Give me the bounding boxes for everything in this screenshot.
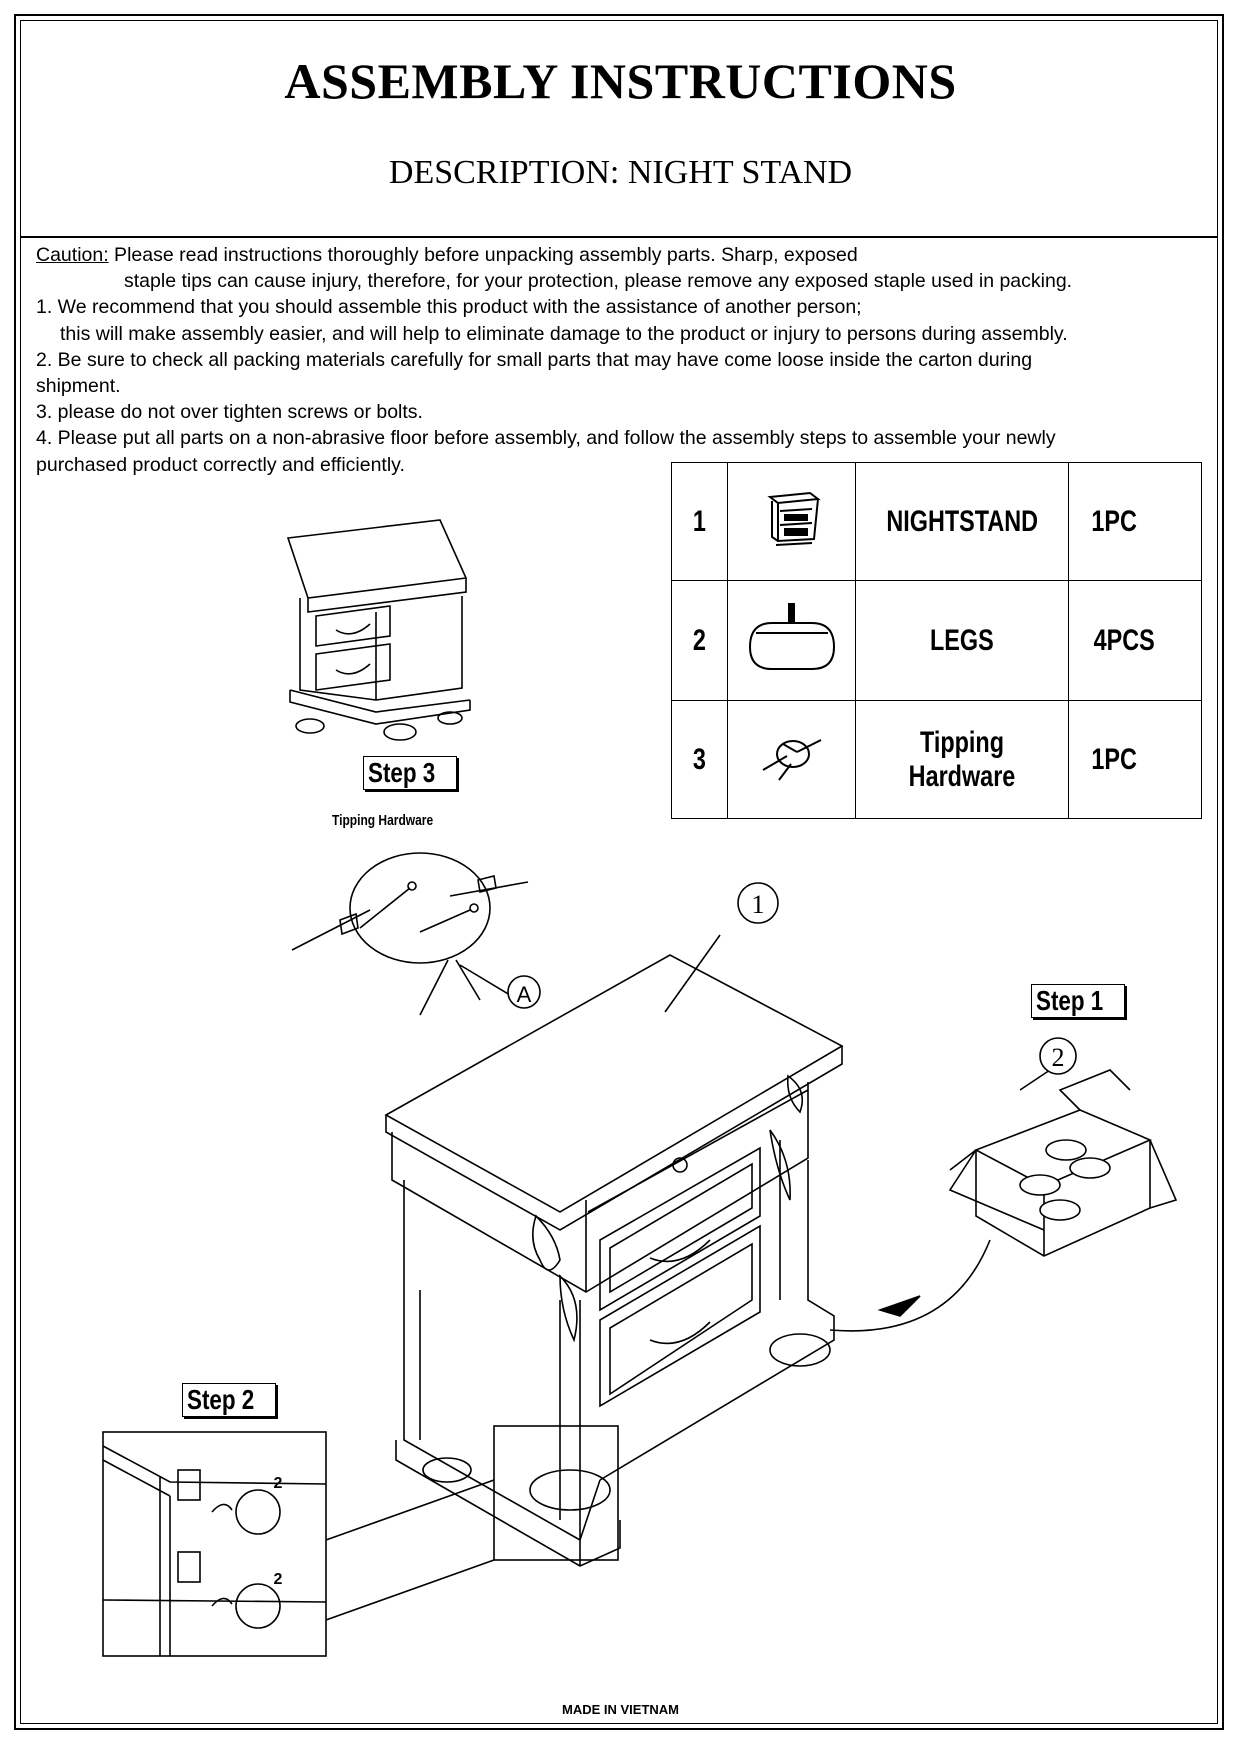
product-description: DESCRIPTION: NIGHT STAND [388, 154, 853, 191]
note-2: 2. Be sure to check all packing material… [36, 348, 1033, 371]
step-2-label: Step 2 [182, 1383, 277, 1417]
nightstand-main-illustration [384, 954, 844, 1567]
callout-2: 2 [1052, 1043, 1065, 1072]
knob-callout-2: 2 [274, 1571, 283, 1588]
part-number: 3 [671, 700, 728, 819]
callout-1: 1 [752, 890, 765, 919]
part-quantity: 4PCS [1068, 580, 1202, 701]
page-title: ASSEMBLY INSTRUCTIONS [284, 53, 957, 109]
part-name: NIGHTSTAND [855, 462, 1069, 581]
step-3-label: Step 3 [363, 756, 458, 790]
note-1: 1. We recommend that you should assemble… [36, 296, 862, 319]
detail-highlight-box [493, 1425, 619, 1561]
note-2-cont: shipment. [36, 375, 121, 398]
parts-table: 1 NIGHTSTAND 1PC 2 LEGS 4PCS 3 Tipping H… [671, 462, 1202, 819]
instruction-notes: Caution: Please read instructions thorou… [36, 242, 1216, 478]
tipping-hardware-icon [727, 700, 856, 819]
caution-text: Please read instructions thoroughly befo… [108, 244, 858, 266]
step-2-detail-box [102, 1431, 327, 1657]
note-4: 4. Please put all parts on a non-abrasiv… [36, 427, 1056, 450]
made-in-label: MADE IN VIETNAM [562, 1702, 679, 1717]
note-4-cont: purchased product correctly and efficien… [36, 453, 405, 476]
part-quantity: 1PC [1068, 700, 1202, 819]
caution-line-2: staple tips can cause injury, therefore,… [124, 270, 1073, 293]
inner-border [20, 20, 1218, 1724]
step-1-label: Step 1 [1031, 984, 1126, 1018]
nightstand-icon [727, 462, 856, 581]
header-divider [21, 236, 1217, 238]
table-row: 3 Tipping Hardware 1PC [671, 700, 1202, 819]
nightstand-preview-illustration [286, 519, 471, 741]
outer-border [14, 14, 1224, 1730]
table-row: 1 NIGHTSTAND 1PC [671, 462, 1202, 581]
tipping-hardware-illustration [291, 852, 529, 1016]
part-name: Tipping Hardware [855, 700, 1069, 819]
carton-with-legs-illustration [948, 1069, 1178, 1257]
step-3-caption: Tipping Hardware [332, 812, 434, 829]
caution-label: Caution: [36, 244, 109, 266]
note-3: 3. please do not over tighten screws or … [36, 401, 423, 424]
caution-line: Caution: Please read instructions thorou… [36, 242, 1216, 268]
note-1-cont: this will make assembly easier, and will… [60, 322, 1068, 345]
part-name: LEGS [855, 580, 1069, 701]
callout-a: A [517, 982, 532, 1007]
knob-callout-1: 2 [274, 1475, 283, 1492]
